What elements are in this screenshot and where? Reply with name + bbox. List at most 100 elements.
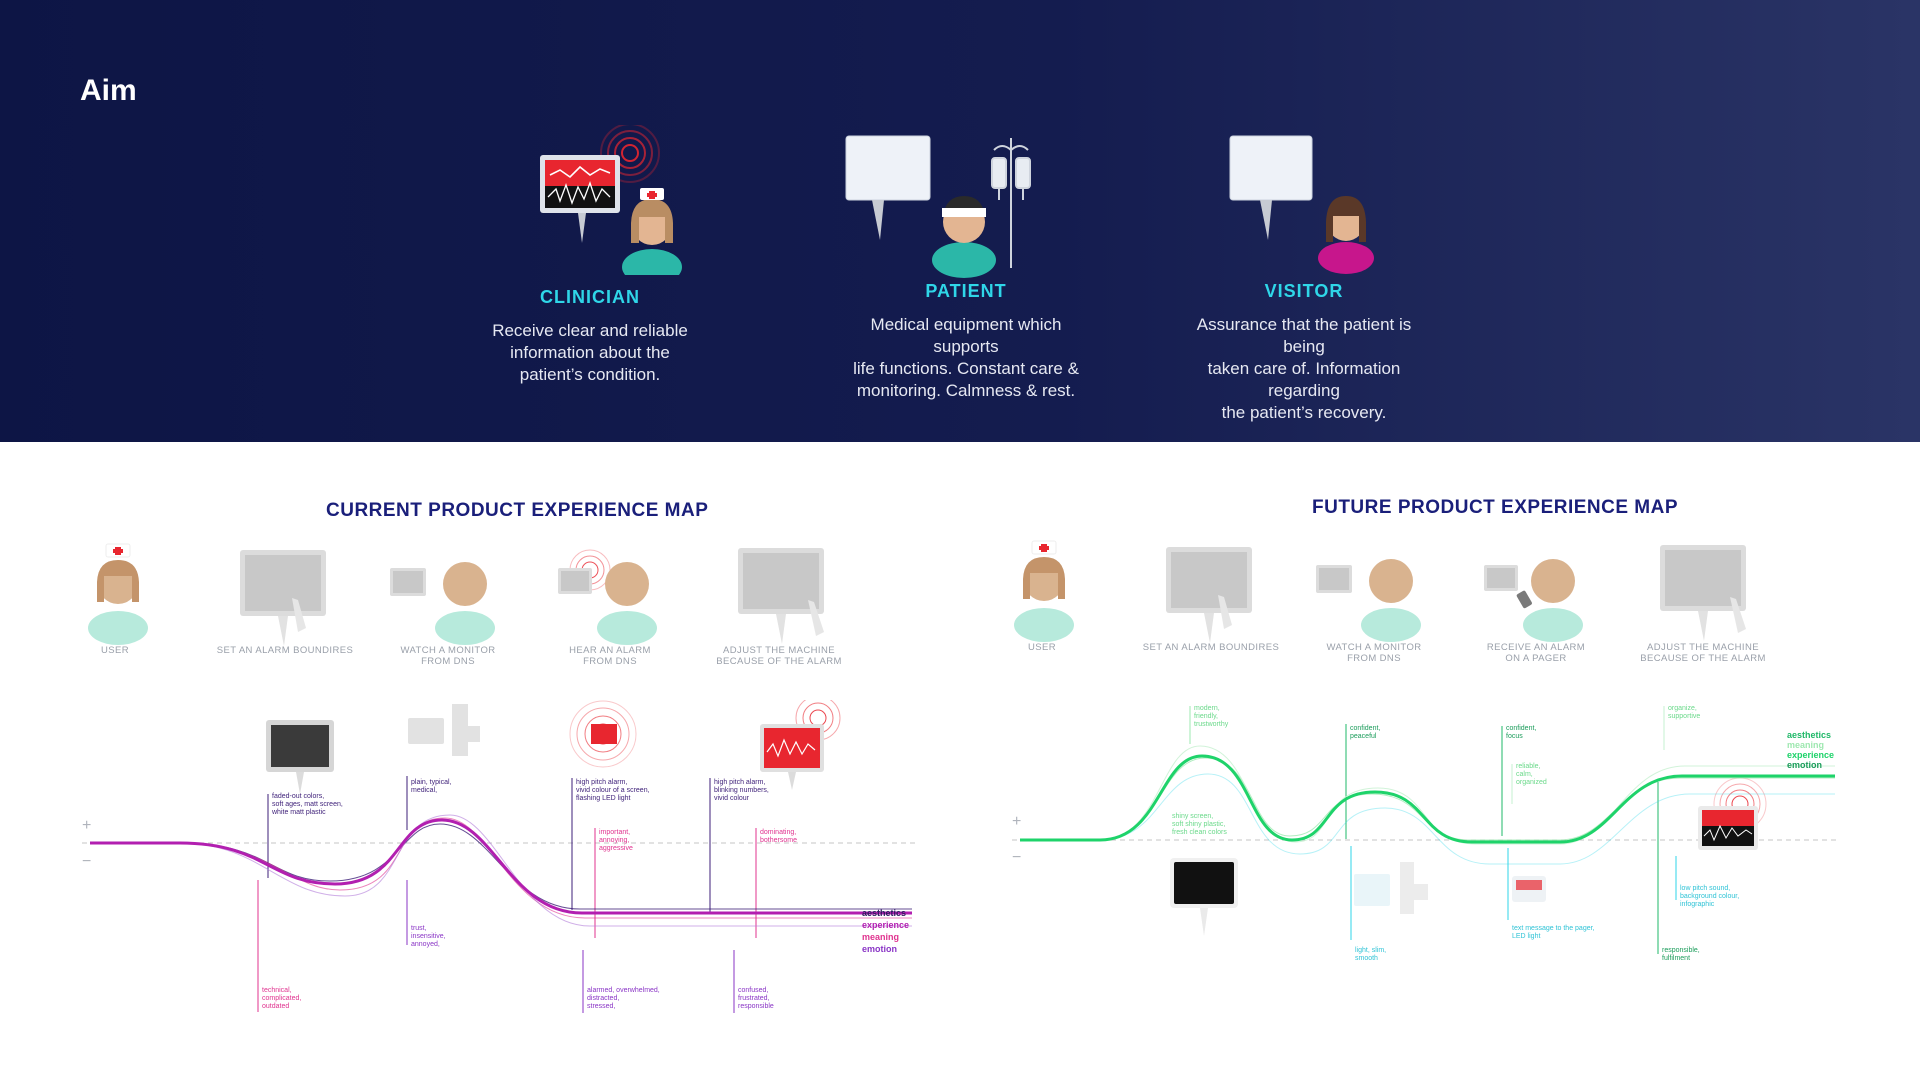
svg-text:confident,peaceful: confident,peaceful [1350, 725, 1380, 740]
annotation-lines [257, 776, 757, 1013]
hand-pointer-icon [1730, 597, 1746, 633]
aim-title: Aim [80, 74, 137, 107]
svg-text:dominating,bothersome: dominating,bothersome [760, 829, 797, 844]
pager-icon [1512, 876, 1546, 902]
monitor-icon [1660, 545, 1746, 641]
legend-aesthetics: aesthetics [862, 908, 906, 918]
experience-curve [90, 818, 912, 915]
monitor-icon [1170, 858, 1238, 936]
visitor-icon [1318, 196, 1374, 274]
legend-emotion: emotion [862, 944, 897, 954]
legend-aesthetics: aesthetics [1787, 730, 1831, 740]
iv-drip-icon [991, 138, 1031, 268]
legend-meaning: meaning [1787, 740, 1824, 750]
patient-icon [597, 562, 657, 645]
nurse-icon [622, 188, 682, 275]
monitor-icon [408, 704, 480, 756]
svg-text:alarmed, overwhelmed,distracte: alarmed, overwhelmed,distracted,stressed… [587, 987, 660, 1010]
persona-description: Receive clear and reliable information a… [492, 321, 688, 384]
patient-icon [932, 196, 996, 278]
monitor-icon [845, 135, 931, 240]
monitor-icon [1354, 862, 1428, 914]
aim-section: Aim [0, 0, 1920, 442]
svg-text:light, slim,smooth: light, slim,smooth [1355, 947, 1386, 962]
axis-plus: + [82, 817, 91, 834]
svg-text:plain, typical,medical,: plain, typical,medical, [411, 779, 452, 794]
nurse-icon [88, 543, 148, 645]
monitor-icon [390, 568, 426, 596]
future-steps-illustrations [1014, 540, 1746, 643]
persona-description: Assurance that the patient is being take… [1196, 315, 1412, 422]
future-experience-curve: + − aesthetics me [1012, 705, 1838, 962]
svg-text:trust,insensitive,annoyed,: trust,insensitive,annoyed, [411, 925, 446, 948]
svg-text:responsible,fulfilment: responsible,fulfilment [1662, 947, 1700, 962]
svg-text:confused,frustrated,responsibl: confused,frustrated,responsible [738, 987, 774, 1010]
patient-icon [1523, 559, 1583, 642]
persona-role: PATIENT [925, 281, 1007, 301]
experience-curve [1020, 754, 1835, 844]
monitor-icon [1229, 135, 1313, 240]
pager-icon [1516, 590, 1532, 609]
axis-minus: − [82, 853, 91, 870]
alarm-monitor [591, 724, 617, 744]
monitor-icon [1698, 806, 1758, 850]
legend-meaning: meaning [862, 932, 899, 942]
current-steps-illustrations [88, 543, 824, 646]
svg-text:important,annoying,aggressive: important,annoying,aggressive [599, 829, 633, 852]
legend-emotion: emotion [1787, 760, 1822, 770]
persona-role: VISITOR [1264, 281, 1344, 301]
visitor-illustration [1229, 135, 1374, 274]
monitor-icon [738, 548, 824, 644]
clinician-illustration [540, 125, 682, 275]
legend-experience: experience [862, 920, 909, 930]
hand-pointer-icon [292, 598, 306, 632]
svg-text:high pitch alarm,blinking numb: high pitch alarm,blinking numbers,vivid … [714, 779, 769, 802]
patient-illustration [845, 135, 1031, 278]
current-experience-curve: + − aesthetics [82, 700, 915, 1013]
svg-text:shiny screen,soft shiny plasti: shiny screen,soft shiny plastic,fresh cl… [1172, 813, 1227, 836]
step-label: SET AN ALARM BOUNDIRES [1142, 642, 1280, 653]
patient-icon [1361, 559, 1421, 642]
monitor-icon [1166, 547, 1252, 643]
monitor-icon [1484, 565, 1518, 591]
svg-text:reliable,calm,organized: reliable,calm,organized [1516, 763, 1547, 786]
axis-minus: − [1012, 849, 1021, 866]
monitor-icon [1316, 565, 1352, 593]
alarm-waves-icon [600, 125, 660, 183]
current-map-title: CURRENT PRODUCT EXPERIENCE MAP [326, 500, 709, 521]
monitor-icon [558, 568, 592, 594]
annotations: modern,friendly,trustworthy organize,sup… [1172, 705, 1739, 962]
svg-text:text message to the pager,LED: text message to the pager,LED light [1512, 925, 1595, 940]
axis-plus: + [1012, 813, 1021, 830]
step-label: USER [101, 645, 129, 656]
svg-text:organize,supportive: organize,supportive [1668, 705, 1700, 720]
hand-pointer-icon [808, 600, 824, 636]
legend-experience: experience [1787, 750, 1834, 760]
svg-text:confident,focus: confident,focus [1506, 725, 1536, 740]
svg-text:faded-out colors,soft ages, ma: faded-out colors,soft ages, matt screen,… [271, 793, 343, 816]
patient-icon [435, 562, 495, 645]
step-label: SET AN ALARM BOUNDIRES [216, 645, 354, 656]
svg-text:low pitch sound,background col: low pitch sound,background colour,infogr… [1680, 885, 1739, 908]
monitor-icon [760, 724, 824, 790]
monitor-icon [266, 720, 334, 794]
aesthetics-curve [1020, 757, 1835, 841]
annotation-lines [1189, 706, 1677, 954]
hand-pointer-icon [1218, 595, 1232, 629]
step-label: USER [1028, 642, 1056, 653]
svg-text:high pitch alarm,vivid colour: high pitch alarm,vivid colour of a scree… [576, 779, 650, 802]
nurse-icon [1014, 540, 1074, 642]
monitor-icon [240, 550, 326, 646]
svg-text:technical,complicated,outdated: technical,complicated,outdated [262, 987, 301, 1010]
future-map-title: FUTURE PRODUCT EXPERIENCE MAP [1312, 497, 1679, 518]
persona-role: CLINICIAN [540, 287, 640, 307]
persona-description: Medical equipment which supports life fu… [853, 315, 1079, 400]
svg-text:modern,friendly,trustworthy: modern,friendly,trustworthy [1194, 705, 1229, 728]
annotations: faded-out colors,soft ages, matt screen,… [262, 779, 797, 1010]
